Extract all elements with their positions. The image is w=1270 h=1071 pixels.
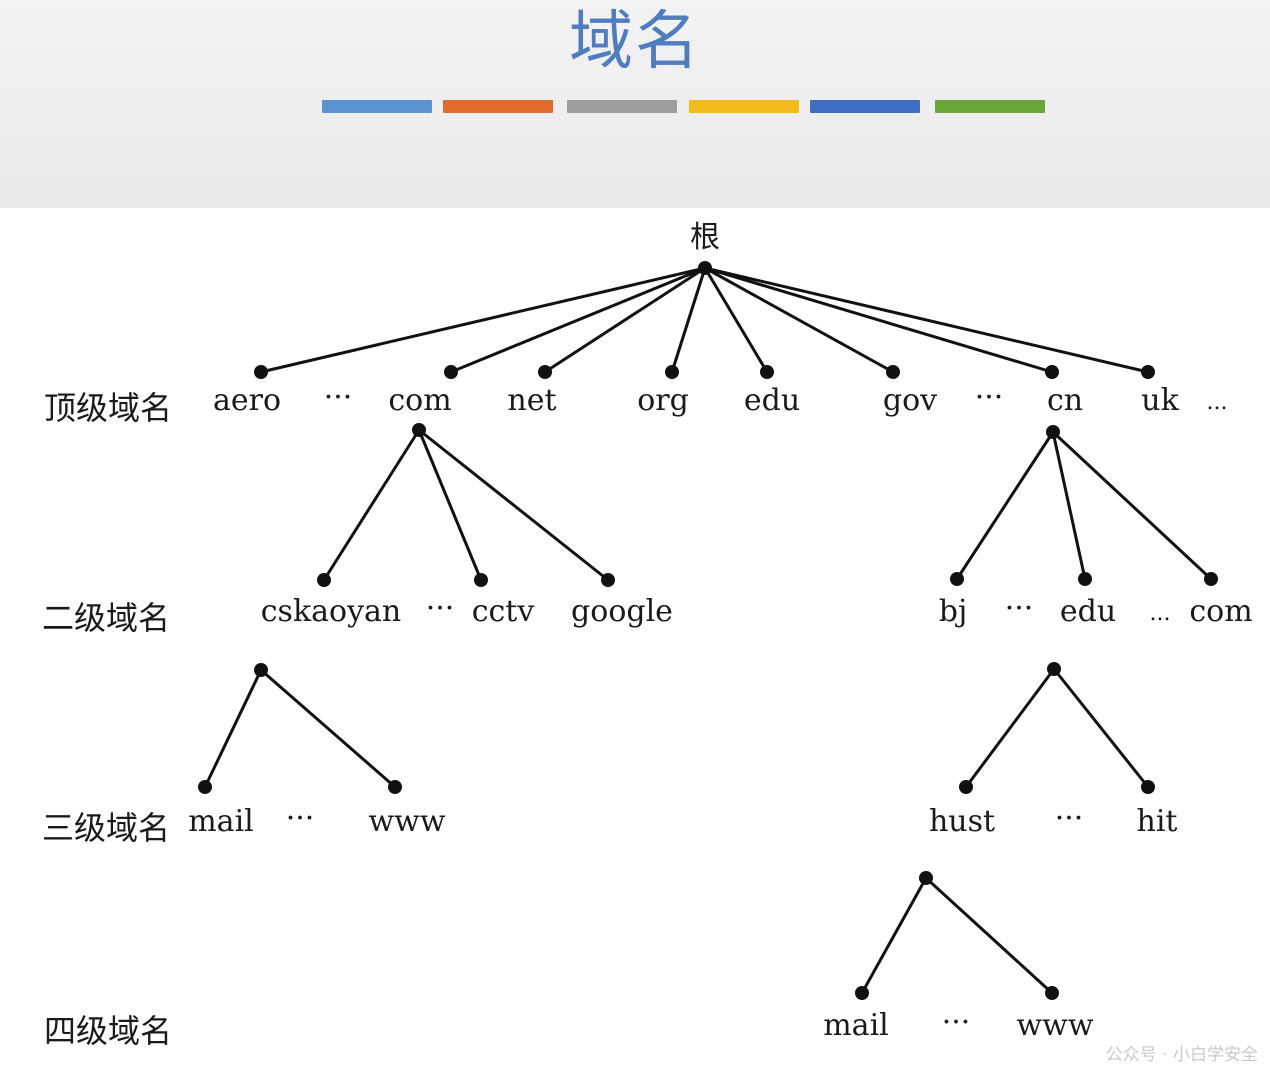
- level-label-second: 二级域名: [42, 599, 171, 637]
- level-label-third: 三级域名: [42, 809, 171, 847]
- edge-com-google: [418, 428, 609, 582]
- color-bar-darkblue: [810, 100, 920, 113]
- node-www3: [388, 780, 402, 794]
- third-mail-label: mail: [188, 804, 254, 839]
- second-ellipsis-3: ...: [1149, 601, 1171, 626]
- node-hit: [1141, 780, 1155, 794]
- edge-edu-hust: [964, 668, 1056, 788]
- page-title: 域名: [569, 5, 701, 79]
- node-edu-branch: [1047, 662, 1061, 676]
- edge-cskaoyan-www: [260, 668, 396, 789]
- node-cn-com: [1204, 572, 1218, 586]
- node-org: [665, 365, 679, 379]
- top-ellipsis-3: ...: [1206, 390, 1228, 415]
- third-www-label: www: [368, 804, 446, 839]
- root-label: 根: [690, 220, 720, 255]
- fourth-www-label: www: [1016, 1008, 1094, 1043]
- edge-root-cn: [704, 266, 1053, 374]
- edge-root-uk: [704, 266, 1149, 374]
- edge-cn-bj: [955, 431, 1055, 580]
- top-edu-label: edu: [743, 383, 801, 418]
- third-hust-label: hust: [928, 804, 996, 839]
- node-edu: [760, 365, 774, 379]
- node-gov: [886, 365, 900, 379]
- edge-root-edu: [703, 267, 769, 373]
- edge-cn-com: [1051, 430, 1213, 581]
- node-cskaoyan: [317, 573, 331, 587]
- fourth-mail-label: mail: [823, 1008, 889, 1043]
- header-band: 域名: [0, 0, 1270, 208]
- node-bj: [950, 572, 964, 586]
- second-bj-label: bj: [938, 594, 968, 629]
- color-bar-orange: [443, 100, 553, 113]
- tree-edges: [203, 266, 1213, 995]
- edge-edu-hit: [1052, 668, 1150, 788]
- node-cskaoyan-branch: [254, 663, 268, 677]
- node-aero: [254, 365, 268, 379]
- watermark: 公众号 · 小白学安全: [1105, 1045, 1258, 1065]
- second-cskaoyan-label: cskaoyan: [260, 594, 402, 629]
- node-cn-branch: [1046, 425, 1060, 439]
- second-google-label: google: [571, 594, 673, 629]
- node-uk: [1141, 365, 1155, 379]
- level-label-top: 顶级域名: [44, 389, 173, 427]
- edge-com-cctv: [417, 429, 483, 581]
- third-ellipsis-1: ···: [285, 801, 315, 836]
- node-net: [538, 365, 552, 379]
- color-bar-green: [935, 100, 1045, 113]
- top-ellipsis-2: ···: [974, 380, 1004, 415]
- node-mail3: [198, 780, 212, 794]
- edge-cn-edu: [1051, 431, 1087, 580]
- edge-com-cskaoyan: [322, 429, 421, 581]
- node-cn-edu: [1078, 572, 1092, 586]
- second-com-label: com: [1189, 594, 1253, 629]
- tree-nodes: [198, 261, 1218, 1000]
- edge-root-gov: [704, 266, 894, 374]
- fourth-ellipsis-1: ···: [941, 1005, 971, 1040]
- top-com-label: com: [388, 383, 452, 418]
- node-com: [444, 365, 458, 379]
- top-org-label: org: [637, 383, 689, 418]
- second-ellipsis-1: ···: [425, 591, 455, 626]
- second-ellipsis-2: ···: [1004, 591, 1034, 626]
- node-com-branch: [412, 423, 426, 437]
- node-google: [601, 573, 615, 587]
- edge-hust-mail: [860, 877, 928, 994]
- edge-root-aero: [260, 266, 706, 374]
- edge-root-net: [544, 266, 706, 374]
- level-label-fourth: 四级域名: [44, 1012, 173, 1050]
- top-gov-label: gov: [882, 383, 938, 418]
- edge-root-org: [670, 267, 707, 373]
- node-hust: [959, 780, 973, 794]
- top-ellipsis-1: ···: [323, 380, 353, 415]
- node-cn: [1045, 365, 1059, 379]
- node-root: [698, 261, 712, 275]
- node-mail4: [855, 986, 869, 1000]
- node-cctv: [474, 573, 488, 587]
- node-hust-branch: [919, 871, 933, 885]
- top-cn-label: cn: [1046, 383, 1084, 418]
- node-www4: [1045, 986, 1059, 1000]
- second-cctv-label: cctv: [471, 594, 535, 629]
- edge-hust-www: [924, 876, 1054, 995]
- top-uk-label: uk: [1141, 383, 1179, 418]
- edge-root-com: [450, 266, 706, 374]
- top-net-label: net: [507, 383, 557, 418]
- color-bar-gray: [567, 100, 677, 113]
- third-ellipsis-2: ···: [1054, 801, 1084, 836]
- color-bar-blue: [322, 100, 432, 113]
- second-edu-label: edu: [1059, 594, 1117, 629]
- third-hit-label: hit: [1136, 804, 1178, 839]
- color-bar-yellow: [689, 100, 799, 113]
- top-aero-label: aero: [212, 383, 282, 418]
- edge-cskaoyan-mail: [203, 669, 263, 788]
